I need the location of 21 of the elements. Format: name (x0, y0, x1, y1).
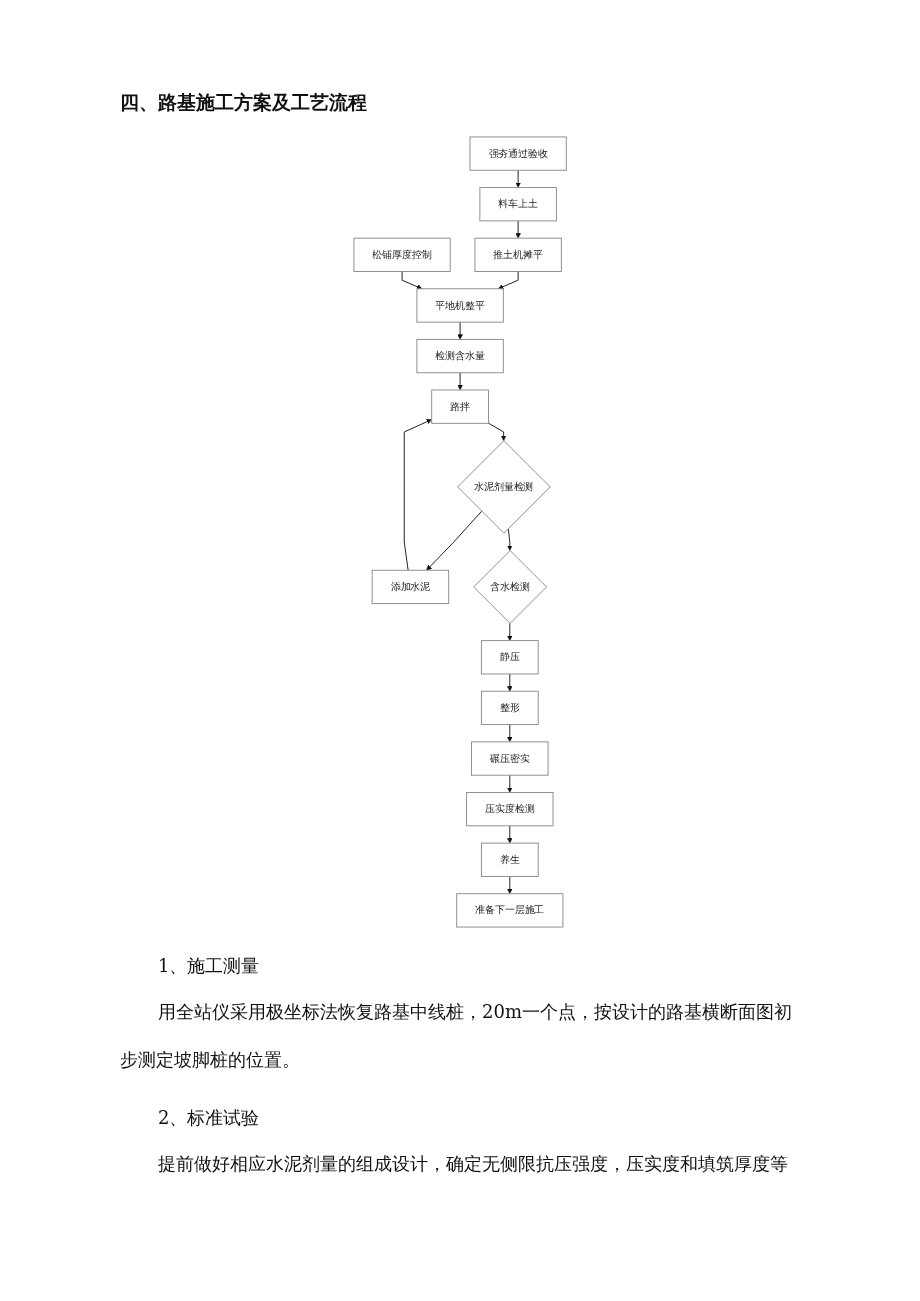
node-box: 压实度检测 (466, 792, 554, 827)
node-box: 料车上土 (479, 187, 557, 222)
paragraph: 提前做好相应水泥剂量的组成设计，确定无侧限抗压强度，压实度和填筑厚度等 (157, 1152, 789, 1176)
node-diamond: 含水检测 (473, 550, 547, 624)
node-box: 路拌 (431, 389, 489, 424)
paragraph: 用全站仪采用极坐标法恢复路基中线桩，20m一个点，按设计的路基横断面图初步测定坡脚桩的位置。 (120, 1000, 793, 1072)
section-heading: 2、标准试验 (158, 1106, 261, 1130)
node-box: 强夯通过验收 (469, 136, 567, 171)
node-diamond: 水泥剂量检测 (457, 440, 551, 534)
node-box: 平地机整平 (416, 288, 504, 323)
node-box: 添加水泥 (371, 569, 450, 605)
node-box: 碾压密实 (470, 741, 549, 776)
node-box: 养生 (480, 842, 539, 877)
node-box: 松铺厚度控制 (353, 237, 451, 272)
node-box: 检测含水量 (416, 338, 504, 374)
node-box: 整形 (480, 690, 539, 726)
heading: 四、路基施工方案及工艺流程 (120, 90, 368, 115)
node-box: 推土机摊平 (474, 237, 562, 272)
node-box: 静压 (480, 640, 539, 675)
node-box: 准备下一层施工 (456, 893, 564, 928)
section-heading: 1、施工测量 (158, 954, 261, 978)
